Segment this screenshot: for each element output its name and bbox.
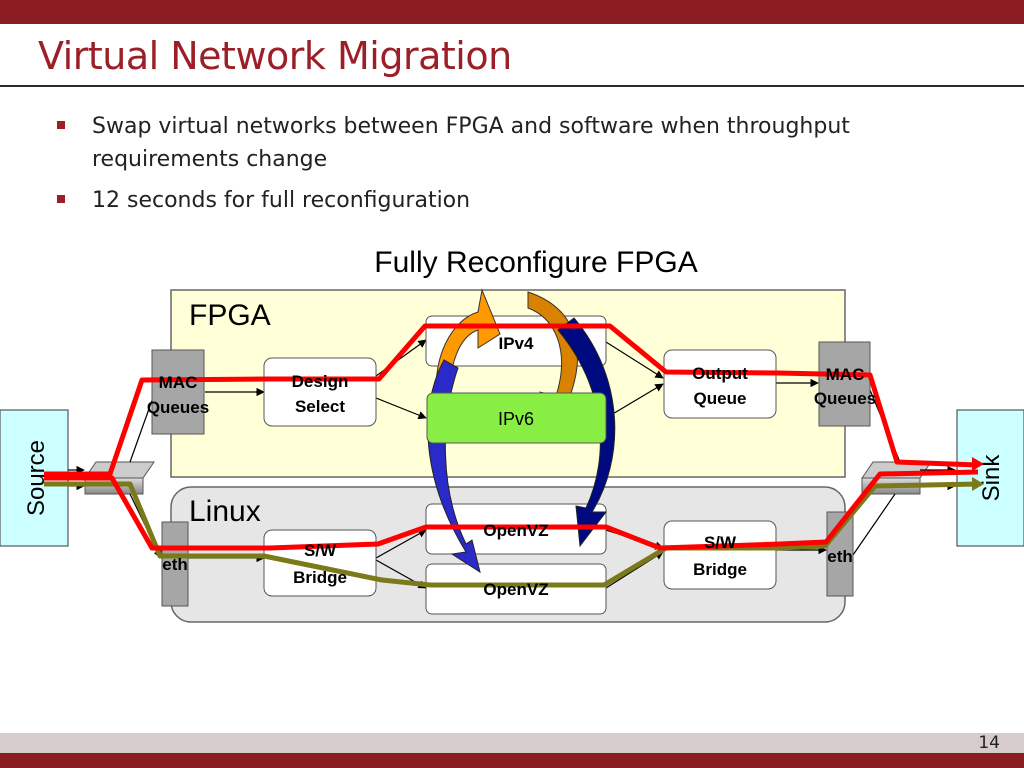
- linux-label: Linux: [189, 495, 261, 528]
- mac-queues-left: [151, 349, 205, 435]
- bullet-item: 12 seconds for full reconfiguration: [55, 184, 955, 217]
- bullet-list: Swap virtual networks between FPGA and s…: [55, 110, 955, 225]
- eth-left: [161, 521, 189, 607]
- mac-queues-left-line1: MAC: [159, 373, 198, 392]
- page-number: 14: [978, 733, 1000, 753]
- mac-queues-right-line2: Queues: [814, 389, 876, 408]
- red-fpga-path: [44, 323, 979, 477]
- ipv6-label: IPv6: [498, 409, 534, 429]
- red-arrowhead-icon: [972, 457, 984, 471]
- openvz-bottom-label: OpenVZ: [483, 580, 548, 599]
- mac-queues-left-line2: Queues: [147, 398, 209, 417]
- bullet-text: 12 seconds for full reconfiguration: [92, 188, 471, 213]
- bullet-text-continued: requirements change: [92, 147, 328, 172]
- bullet-item: Swap virtual networks between FPGA and s…: [55, 110, 955, 176]
- sw-bridge-left-line2: Bridge: [293, 568, 347, 587]
- square-bullet-icon: [57, 195, 65, 203]
- footer-accent-bar: [0, 753, 1024, 768]
- design-select-line2: Select: [295, 397, 345, 416]
- diagram-heading: Fully Reconfigure FPGA: [374, 246, 697, 279]
- title-rule: [0, 85, 1024, 87]
- mac-queues-right: [818, 341, 871, 427]
- eth-left-label: eth: [162, 555, 188, 574]
- output-queue-line1: Output: [692, 364, 748, 383]
- output-queue-line2: Queue: [694, 389, 747, 408]
- bullet-text: Swap virtual networks between FPGA and s…: [92, 114, 850, 139]
- sw-bridge-left-line1: S/W: [304, 541, 337, 560]
- sink-label: Sink: [978, 454, 1005, 502]
- top-accent-bar: [0, 0, 1024, 24]
- sink-box: [956, 409, 1024, 547]
- square-bullet-icon: [57, 121, 65, 129]
- red-linux-path: [44, 469, 979, 551]
- slide-title: Virtual Network Migration: [38, 34, 512, 78]
- ipv4-label: IPv4: [499, 334, 535, 353]
- footer-band: [0, 733, 1024, 753]
- ipv6-box: [426, 392, 607, 444]
- sw-bridge-right-box: [663, 520, 777, 590]
- sw-bridge-right-line1: S/W: [704, 533, 737, 552]
- openvz-top-label: OpenVZ: [483, 521, 548, 540]
- eth-right-label: eth: [827, 547, 853, 566]
- fpga-label: FPGA: [189, 299, 271, 332]
- output-queue-box: [663, 349, 777, 419]
- olive-arrowhead-icon: [972, 477, 984, 491]
- design-select-box: [263, 357, 377, 427]
- design-select-line1: Design: [292, 372, 349, 391]
- openvz-bottom-box: [425, 563, 607, 615]
- mac-queues-right-line1: MAC: [826, 365, 865, 384]
- sw-bridge-right-line2: Bridge: [693, 560, 747, 579]
